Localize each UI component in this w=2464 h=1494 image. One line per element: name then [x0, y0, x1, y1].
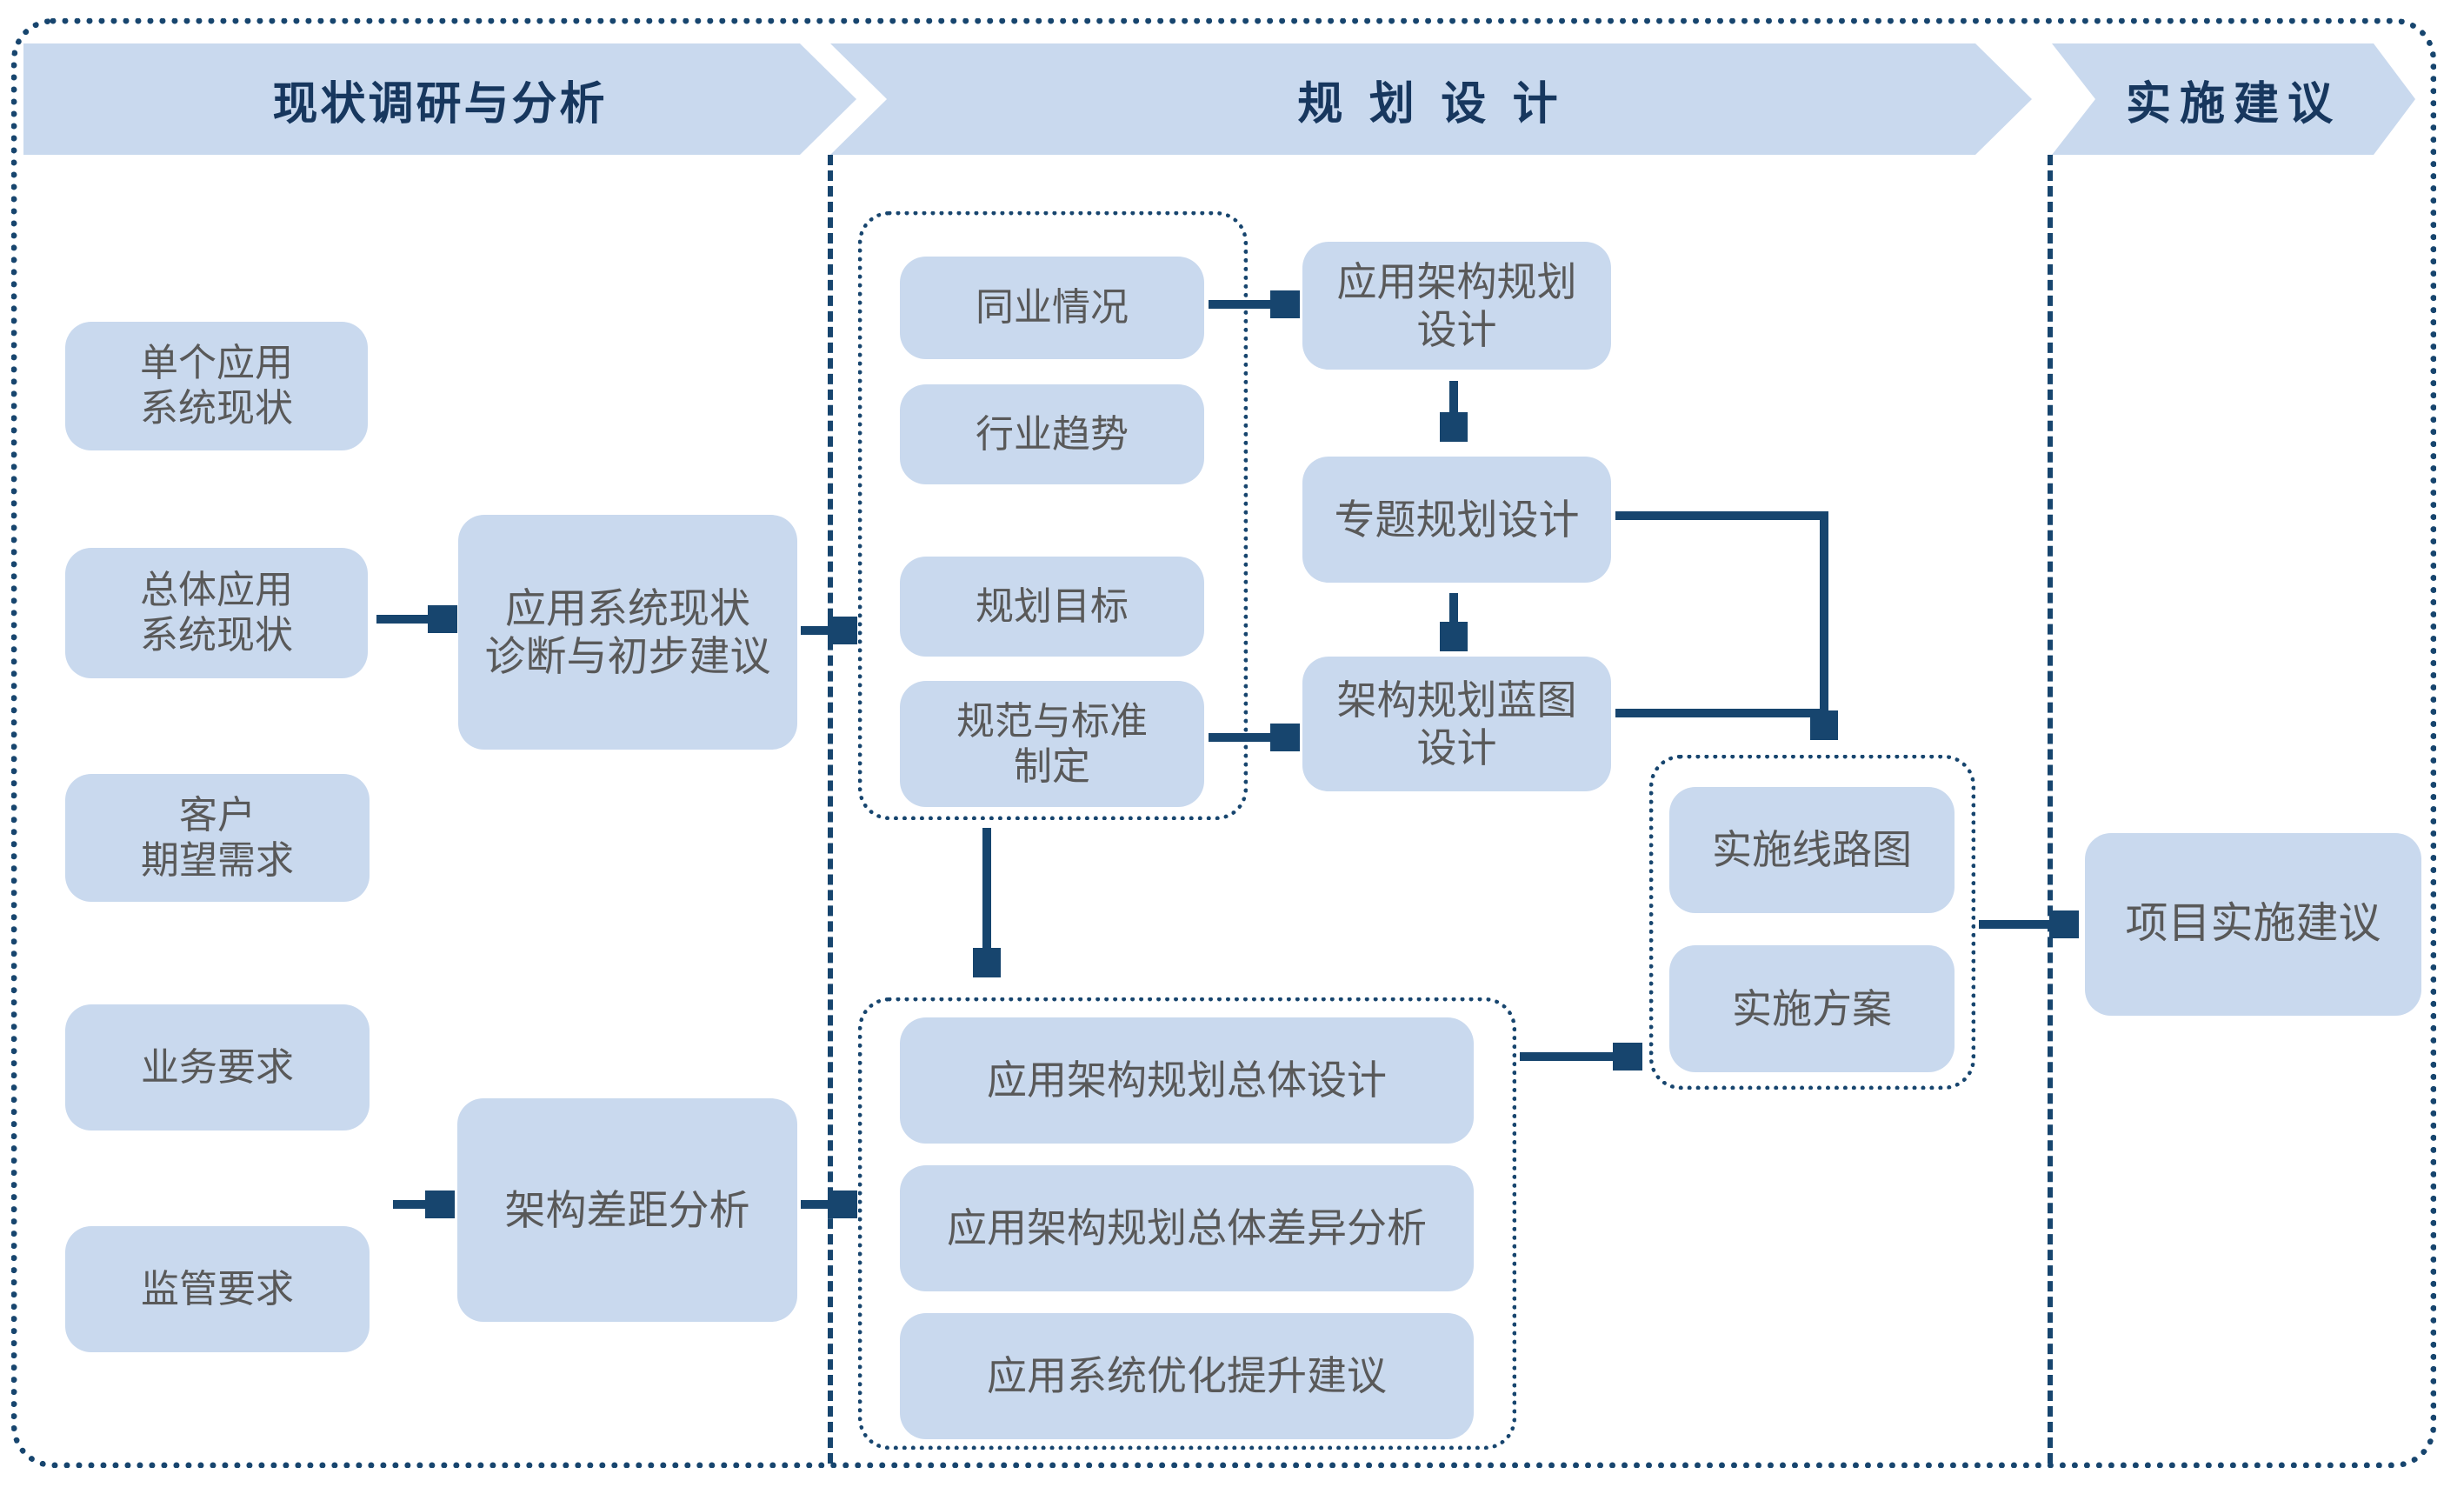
box-planning-goals: 规划目标	[900, 557, 1204, 657]
box-single-app-status: 单个应用 系统现状	[65, 322, 368, 450]
phase-chevron-research: 现状调研与分析	[23, 43, 856, 155]
planning-overall-group-border	[858, 997, 1516, 1450]
column-separator-1	[828, 155, 833, 1464]
phase-chevron-planning: 规 划 设 计	[830, 43, 2032, 155]
column-separator-2	[2048, 155, 2053, 1464]
box-overall-design: 应用架构规划总体设计	[900, 1017, 1474, 1144]
box-implementation-roadmap: 实施线路图	[1669, 787, 1955, 913]
box-special-topic-design: 专题规划设计	[1302, 457, 1611, 583]
box-optimization-suggestions: 应用系统优化提升建议	[900, 1313, 1474, 1439]
box-blueprint-design: 架构规划蓝图 设计	[1302, 657, 1611, 791]
phase-label-implementation: 实施建议	[2125, 78, 2341, 130]
phase-label-research: 现状调研与分析	[272, 78, 608, 130]
box-regulatory-requirements: 监管要求	[65, 1226, 370, 1352]
box-overall-app-status: 总体应用 系统现状	[65, 548, 368, 678]
box-architecture-gap-analysis: 架构差距分析	[457, 1098, 797, 1322]
box-peer-situation: 同业情况	[900, 257, 1204, 359]
box-customer-expectation: 客户 期望需求	[65, 774, 370, 902]
diagram-outer-border	[11, 18, 2436, 1468]
box-industry-trends: 行业趋势	[900, 384, 1204, 484]
implementation-outputs-group-border	[1649, 755, 1975, 1090]
box-standards-development: 规范与标准 制定	[900, 681, 1204, 807]
box-app-arch-planning-design: 应用架构规划 设计	[1302, 242, 1611, 370]
phase-label-planning: 规 划 设 计	[1297, 78, 1565, 130]
box-business-requirements: 业务要求	[65, 1004, 370, 1131]
phase-chevron-implementation: 实施建议	[2052, 43, 2415, 155]
box-implementation-plan: 实施方案	[1669, 945, 1955, 1072]
planning-inputs-group-border	[858, 211, 1248, 820]
box-overall-difference-analysis: 应用架构规划总体差异分析	[900, 1165, 1474, 1291]
box-status-diagnosis: 应用系统现状 诊断与初步建议	[458, 515, 797, 750]
box-project-implementation-suggestion: 项目实施建议	[2085, 833, 2421, 1016]
